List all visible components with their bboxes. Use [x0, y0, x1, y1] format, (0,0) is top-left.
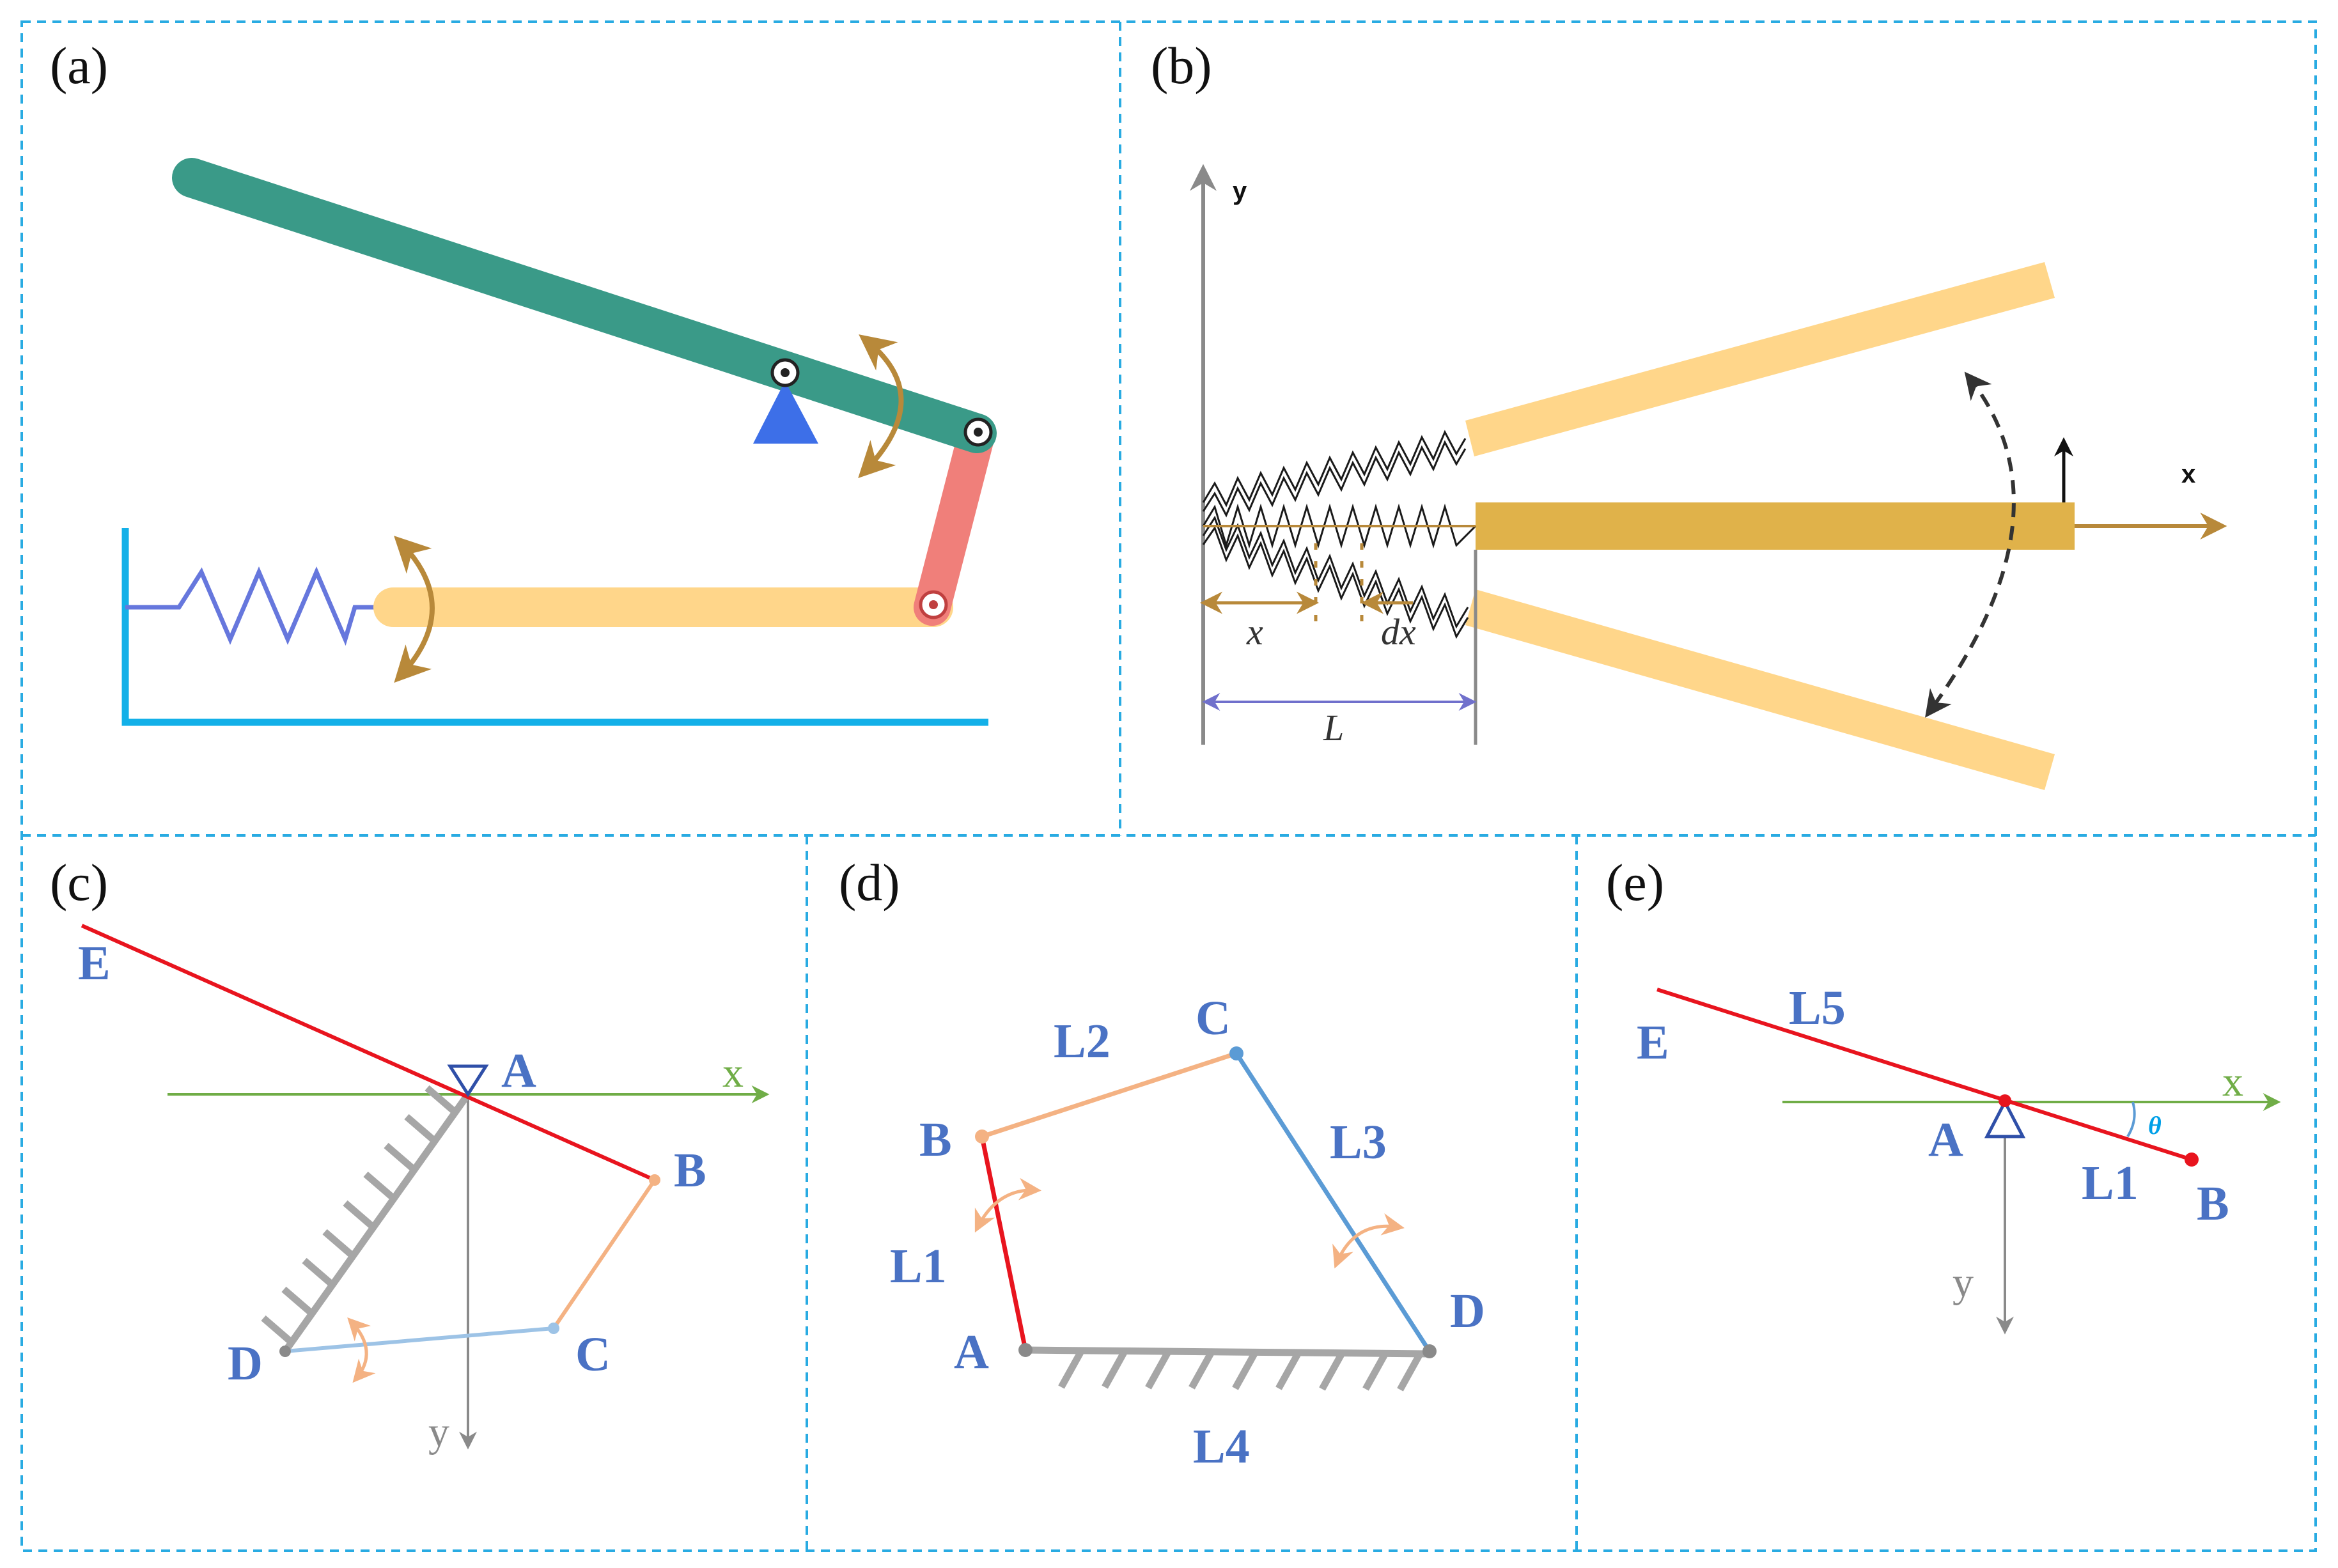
point-B-label: B [919, 1113, 952, 1167]
joint-C [1229, 1046, 1243, 1060]
point-D-label: D [228, 1337, 263, 1390]
dx-variable-label: dx [1381, 611, 1416, 653]
panel-d-label: (d) [839, 853, 900, 912]
swing-arc-arrow [1925, 371, 2016, 718]
rotation-arrow-icon [858, 334, 904, 478]
coupler-link [914, 415, 995, 626]
x-axis-label: x [2181, 460, 2195, 488]
link-EB [1656, 988, 2192, 1161]
link-L1-label: L1 [890, 1239, 947, 1293]
rotation-arrow-icon [347, 1317, 376, 1383]
ground-hatch [1058, 1351, 1422, 1392]
panel-a: (a) [50, 36, 997, 726]
ground-link [282, 1092, 471, 1354]
joint-C [548, 1323, 559, 1334]
link-BC [552, 1179, 657, 1330]
link-L3 [1235, 1052, 1431, 1353]
joint-A [1018, 1343, 1033, 1357]
joint-B [975, 1129, 989, 1144]
upper-beam [1465, 262, 2055, 456]
x-axis-label: x [722, 1050, 744, 1096]
point-A-label: A [1928, 1113, 1963, 1167]
joint-A [1999, 1094, 2011, 1107]
spring-bundle [1202, 430, 1477, 639]
link-L1-label: L1 [2082, 1156, 2139, 1210]
point-E-label: E [1637, 1016, 1669, 1069]
x-axis-label: x [2222, 1059, 2243, 1105]
pivot-support-triangle [753, 381, 818, 444]
link-L1 [979, 1136, 1028, 1351]
link-L4-ground [1025, 1346, 1431, 1358]
link-L4-label: L4 [1193, 1420, 1250, 1473]
point-B-label: B [674, 1144, 706, 1197]
point-D-label: D [1450, 1284, 1485, 1338]
joint-B [2185, 1153, 2199, 1167]
theta-label: θ [2148, 1111, 2162, 1140]
panel-c: (c) x y E A [50, 853, 770, 1455]
x-variable-label: x [1246, 611, 1263, 653]
panel-b: (b) y x x dx [1151, 36, 2227, 790]
pivot-joint-icon [919, 590, 948, 619]
y-axis-label: y [428, 1409, 449, 1455]
pivot-joint-icon [770, 358, 800, 387]
point-A-label: A [954, 1325, 989, 1379]
rotation-arrow-icon [974, 1177, 1041, 1233]
joint-D [1422, 1344, 1437, 1358]
panel-e-label: (e) [1606, 853, 1664, 912]
rotation-arrow-icon [394, 536, 435, 683]
y-axis-label: y [1952, 1259, 1974, 1306]
pivot-support-triangle [447, 1064, 489, 1098]
point-C-label: C [575, 1328, 611, 1381]
panel-c-label: (c) [50, 853, 108, 912]
ground-frame [121, 528, 988, 726]
link-L2-label: L2 [1054, 1014, 1111, 1068]
y-axis-label: y [1233, 177, 1247, 205]
panel-b-label: (b) [1151, 36, 1212, 95]
ground-hatch [261, 1085, 458, 1346]
panel-e: (e) x y θ E L5 A L1 B [1606, 853, 2281, 1335]
joint-D [279, 1346, 291, 1357]
lower-beam [1465, 589, 2055, 790]
link-L2 [981, 1051, 1238, 1139]
teal-lever-link [172, 158, 997, 453]
theta-angle-arc [2126, 1101, 2136, 1138]
rotation-arrow-icon [1332, 1213, 1405, 1269]
link-CD [284, 1326, 554, 1353]
point-B-label: B [2197, 1177, 2229, 1230]
panel-d: (d) A B C D L1 L2 L3 L4 [839, 853, 1485, 1473]
point-A-label: A [501, 1044, 536, 1098]
point-E-label: E [78, 936, 111, 990]
link-L5-label: L5 [1789, 981, 1846, 1035]
link-L3-label: L3 [1330, 1115, 1387, 1169]
spring-a [125, 566, 384, 646]
joint-B [649, 1174, 660, 1186]
center-beam [1476, 502, 2075, 550]
panel-a-label: (a) [50, 36, 108, 95]
point-C-label: C [1196, 991, 1231, 1045]
panel-frames [20, 20, 2317, 1552]
pivot-support-triangle [1984, 1098, 2026, 1138]
pivot-joint-icon [963, 417, 993, 447]
L-variable-label: L [1323, 707, 1344, 749]
link-EB [81, 924, 656, 1182]
